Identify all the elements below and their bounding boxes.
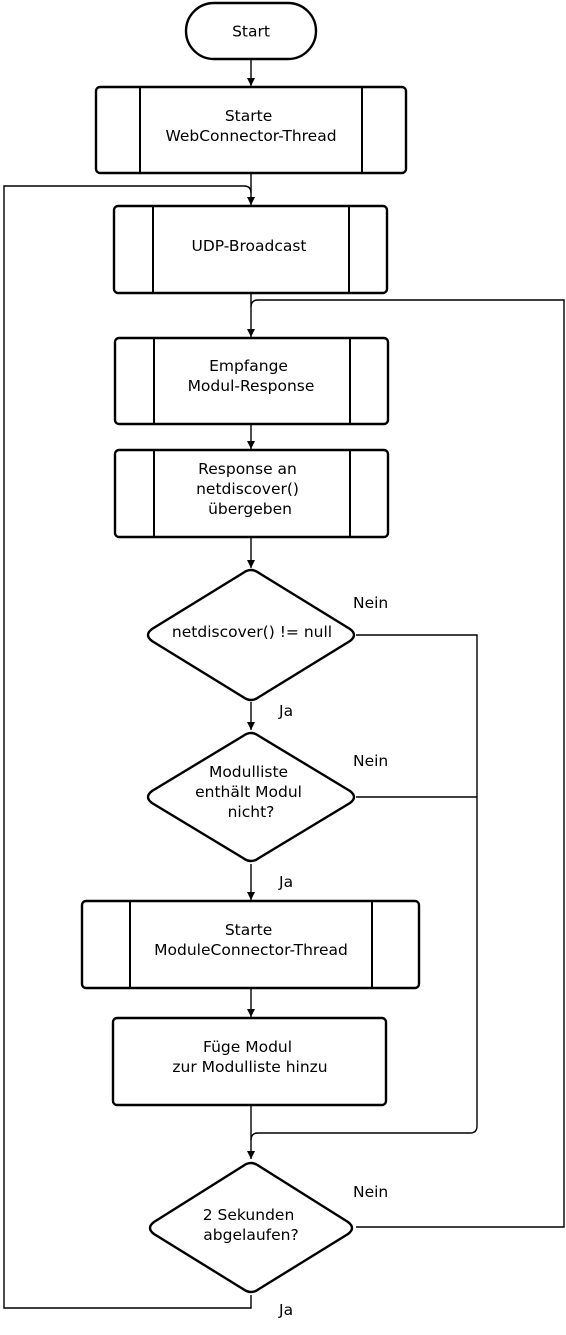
- udp-broadcast-label: UDP-Broadcast: [192, 237, 307, 255]
- modullist-no-label: Nein: [353, 752, 388, 770]
- timeout-yes-label: Ja: [278, 1301, 293, 1319]
- timeout-no-label: Nein: [353, 1183, 388, 1201]
- pass-response-process: Response an netdiscover() übergeben: [113, 448, 390, 539]
- start-label: Start: [232, 23, 270, 41]
- receive-response-process: Empfange Modul-Response: [113, 336, 390, 426]
- add-module-label: Füge Modul zur Modulliste hinzu: [172, 1038, 327, 1076]
- edges: [3, 59, 565, 1309]
- receive-response-label: Empfange Modul-Response: [188, 357, 315, 395]
- edge-labels: Nein Ja Nein Ja Nein Ja: [278, 594, 388, 1319]
- netdiscover-no-label: Nein: [353, 594, 388, 612]
- modullist-decision: Modulliste enthält Modul nicht?: [146, 731, 356, 863]
- start-node: Start: [184, 1, 318, 61]
- edge-netdiscover-no: [250, 634, 478, 1141]
- moduleconnector-thread-process: Starte ModuleConnector-Thread: [80, 899, 421, 990]
- timeout-decision-label: 2 Sekunden abgelaufen?: [203, 1206, 299, 1244]
- add-module-process: Füge Modul zur Modulliste hinzu: [111, 1016, 388, 1107]
- webconnector-thread-process: Starte WebConnector-Thread: [94, 85, 408, 175]
- timeout-decision: 2 Sekunden abgelaufen?: [148, 1161, 354, 1294]
- modullist-yes-label: Ja: [278, 873, 293, 891]
- pass-response-label: Response an netdiscover() übergeben: [196, 460, 304, 518]
- netdiscover-decision-label: netdiscover() != null: [172, 623, 332, 641]
- edge-timeout-yes-loop: [3, 185, 252, 1309]
- modullist-decision-label: Modulliste enthält Modul nicht?: [195, 763, 307, 821]
- netdiscover-decision: netdiscover() != null: [146, 568, 356, 702]
- webconnector-label: Starte WebConnector-Thread: [165, 107, 336, 145]
- netdiscover-yes-label: Ja: [278, 702, 293, 720]
- udp-broadcast-process: UDP-Broadcast: [112, 204, 389, 295]
- edge-timeout-no: [250, 299, 565, 1228]
- moduleconnector-label: Starte ModuleConnector-Thread: [154, 921, 348, 959]
